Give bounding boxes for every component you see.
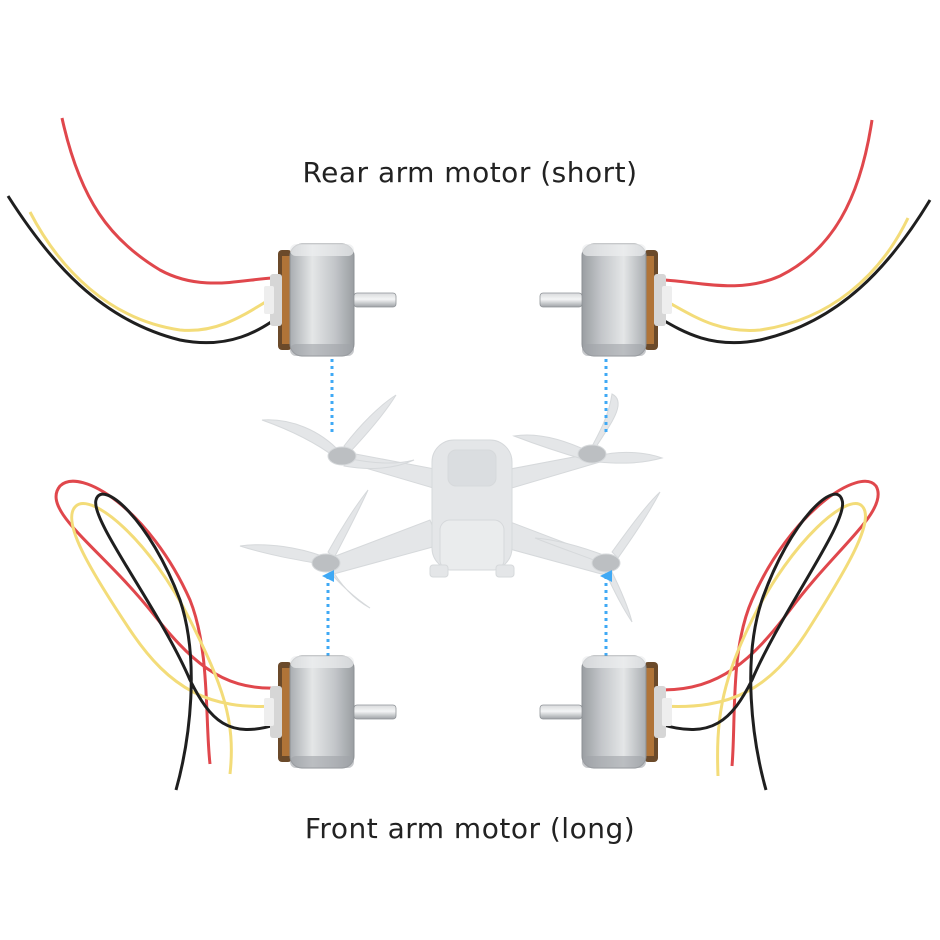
wire-black <box>6 195 281 345</box>
wire-yellow <box>659 217 910 332</box>
front-motor-label: Front arm motor (long) <box>304 812 636 845</box>
wire-yellow <box>28 211 277 332</box>
front-right-motor <box>539 479 880 791</box>
wire-red <box>54 479 277 765</box>
front-left-motor <box>54 479 397 791</box>
wire-black <box>94 492 279 791</box>
wire-yellow <box>661 502 867 777</box>
drone-silhouette <box>239 393 664 623</box>
wire-red <box>60 117 273 285</box>
wire-black <box>659 492 845 791</box>
wire-yellow <box>70 502 277 775</box>
wire-black <box>655 199 932 345</box>
wire-red <box>663 119 874 288</box>
mount-arrows <box>322 340 612 656</box>
wire-red <box>661 479 880 767</box>
rear-motor-label: Rear arm motor (short) <box>302 156 638 189</box>
rear-left-motor <box>6 117 397 357</box>
rear-right-motor <box>539 119 932 357</box>
